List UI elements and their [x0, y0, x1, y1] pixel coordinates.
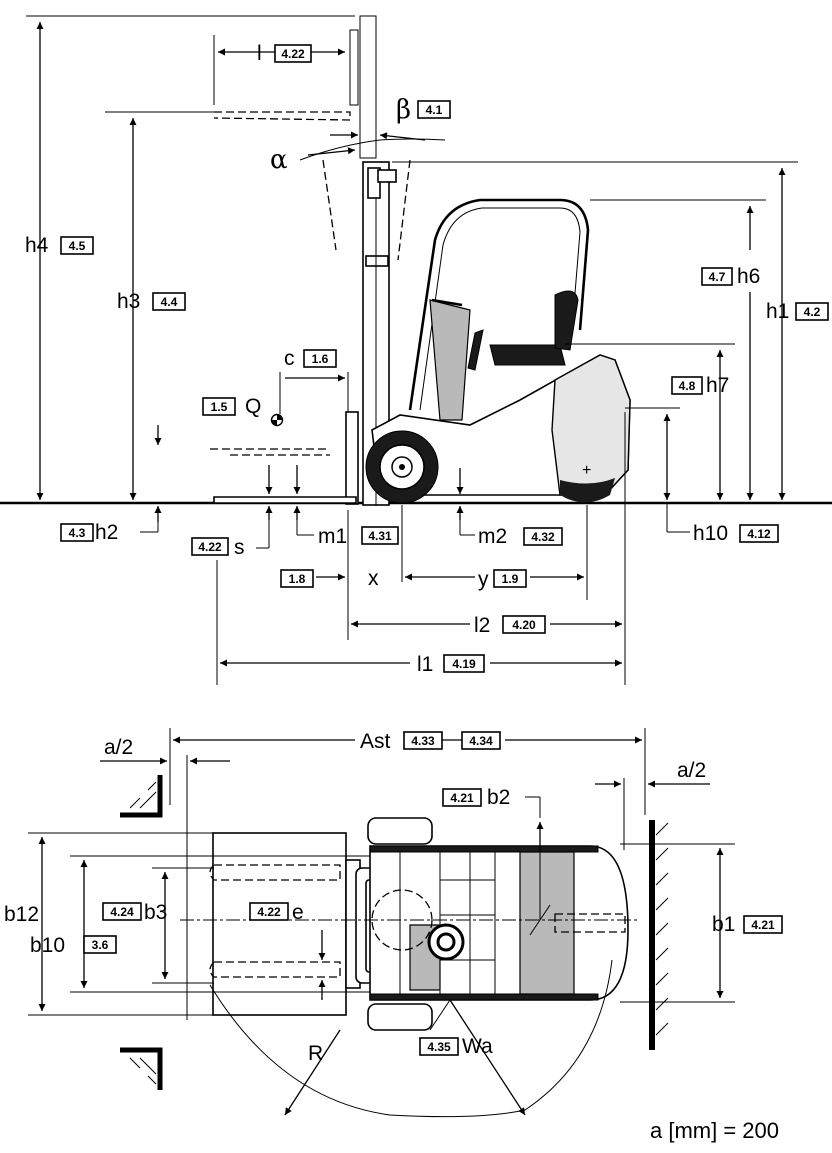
- code-y: 1.9: [502, 572, 519, 586]
- code-beta: 4.1: [426, 103, 443, 117]
- code-m1: 4.31: [368, 529, 392, 543]
- code-x: 1.8: [289, 572, 306, 586]
- label-x: x: [368, 567, 379, 590]
- label-b3: b3: [144, 901, 167, 924]
- label-alpha: α: [270, 145, 288, 175]
- label-y: y: [478, 568, 489, 591]
- seat: [489, 344, 566, 366]
- label-wa: Wa: [462, 1035, 493, 1058]
- label-h4: h4: [25, 234, 49, 257]
- center-of-gravity-icon: [270, 413, 284, 427]
- footnote: a [mm] = 200: [650, 1118, 779, 1143]
- label-b10: b10: [30, 934, 65, 957]
- overhead-guard: [408, 198, 590, 411]
- code-l2: 4.20: [512, 618, 536, 632]
- code-h7: 4.8: [679, 379, 696, 393]
- svg-text:+: +: [582, 462, 591, 479]
- mast-extension: [359, 15, 377, 159]
- code-wa: 4.35: [427, 1040, 451, 1054]
- code-ast-2: 4.34: [469, 734, 493, 748]
- code-b10: 3.6: [92, 938, 109, 952]
- label-e: e: [292, 901, 304, 924]
- top-view: [28, 728, 735, 1118]
- label-b12: b12: [4, 903, 39, 926]
- label-h7: h7: [706, 374, 729, 397]
- label-c: c: [284, 347, 295, 370]
- label-ast: Ast: [360, 730, 391, 753]
- label-b1: b1: [712, 913, 735, 936]
- code-l: 4.22: [281, 47, 305, 61]
- code-e: 4.22: [257, 905, 281, 919]
- fork: [213, 496, 357, 504]
- label-q: Q: [245, 395, 261, 418]
- side-view: +: [0, 15, 832, 685]
- label-m2: m2: [478, 525, 507, 548]
- label-m1: m1: [318, 525, 347, 548]
- code-c: 1.6: [312, 352, 329, 366]
- label-s: s: [234, 536, 245, 559]
- label-h6: h6: [737, 265, 760, 288]
- code-h3: 4.4: [161, 295, 178, 309]
- label-b2: b2: [487, 786, 510, 809]
- code-m2: 4.32: [531, 530, 555, 544]
- label-l2: l2: [474, 614, 490, 637]
- label-h2: h2: [95, 521, 118, 544]
- code-s: 4.22: [198, 540, 222, 554]
- turning-radius-arc: [209, 959, 613, 1118]
- label-l1: l1: [417, 653, 433, 676]
- label-r: R: [308, 1042, 323, 1065]
- label-a2-left: a/2: [104, 736, 133, 759]
- label-a2-right: a/2: [677, 759, 706, 782]
- code-h1: 4.2: [804, 305, 821, 319]
- code-h6: 4.7: [709, 270, 726, 284]
- code-q: 1.5: [211, 400, 228, 414]
- code-h4: 4.5: [69, 239, 86, 253]
- load-pallet: [212, 832, 347, 1016]
- labels: l 4.22 β 4.1 α h4 4.5 h3 4.4 4.7 h6 h1 4…: [4, 42, 829, 1143]
- code-h2: 4.3: [69, 526, 86, 540]
- code-h10: 4.12: [747, 527, 771, 541]
- code-l1: 4.19: [452, 657, 476, 671]
- steering-wheel-icon: [409, 923, 465, 991]
- chassis-top: [369, 845, 629, 1001]
- code-b1: 4.21: [751, 918, 775, 932]
- code-b3: 4.24: [110, 905, 134, 919]
- code-b2: 4.21: [450, 791, 474, 805]
- label-l: l: [257, 42, 262, 65]
- label-h10: h10: [693, 522, 728, 545]
- label-beta: β: [396, 95, 411, 125]
- rear-wheel: [560, 478, 615, 503]
- label-h3: h3: [117, 290, 140, 313]
- code-ast-1: 4.33: [411, 734, 435, 748]
- label-h1: h1: [766, 300, 789, 323]
